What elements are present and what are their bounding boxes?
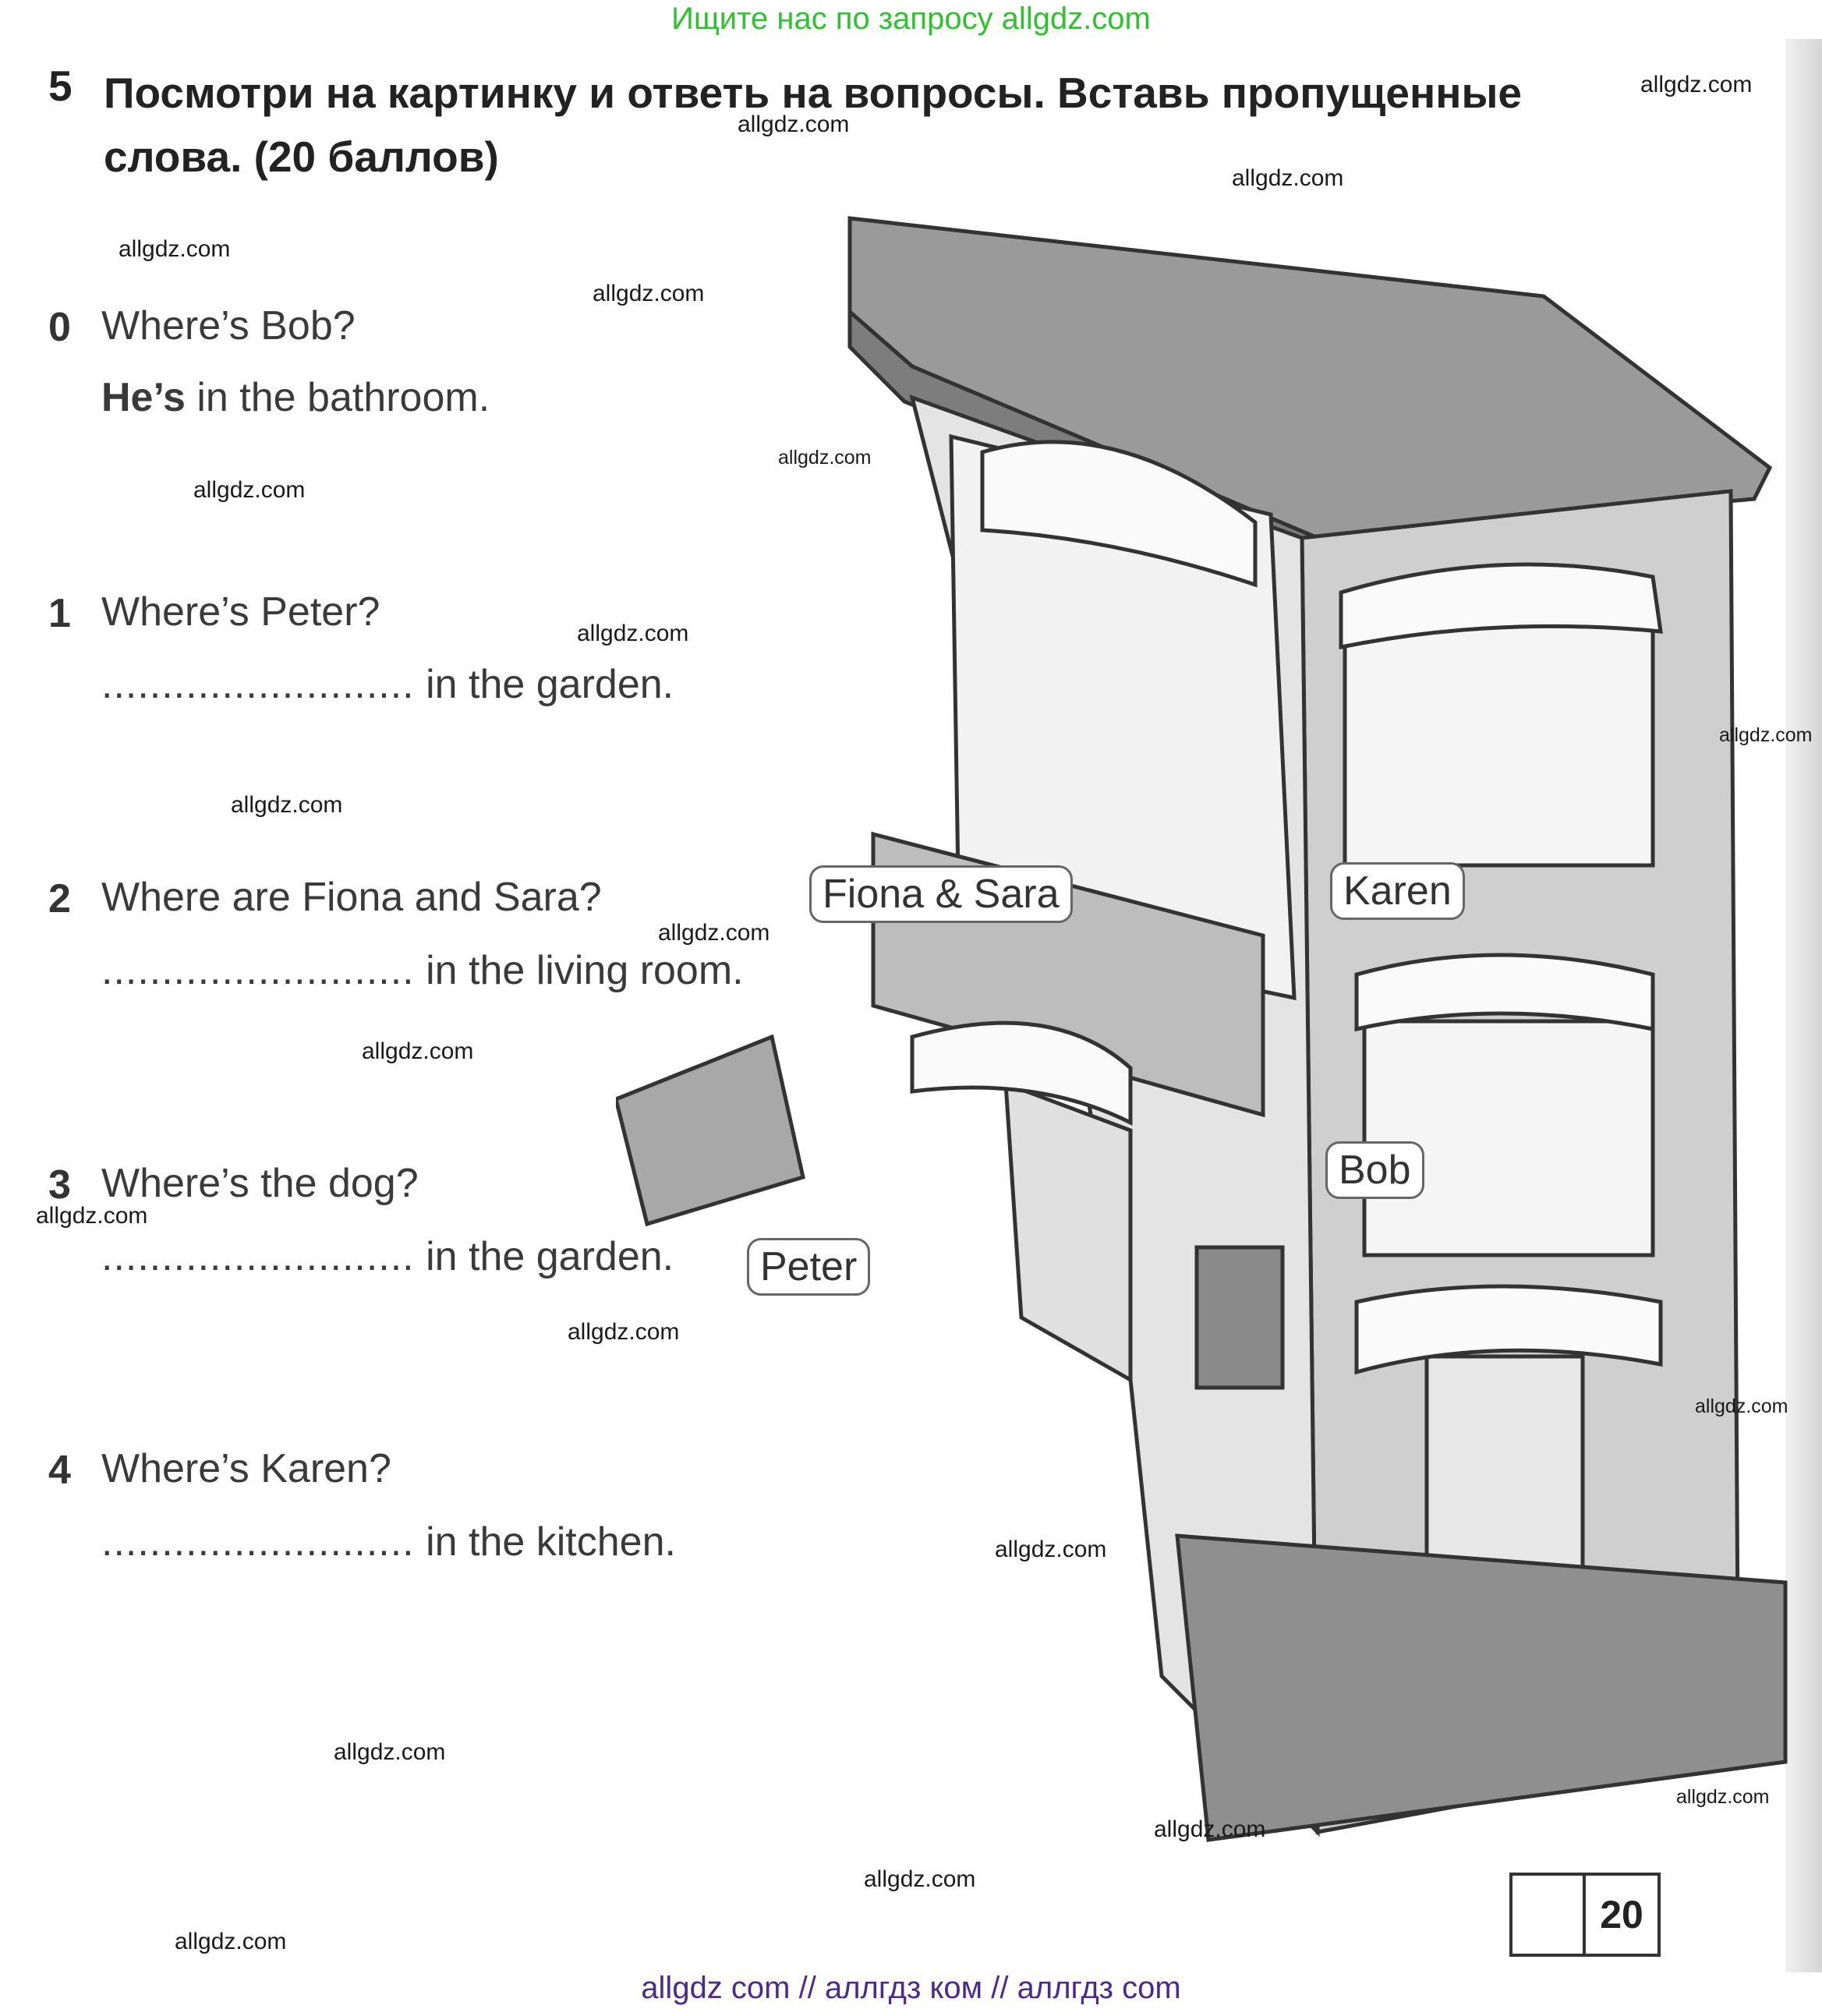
question-text: Where’s Karen?: [101, 1446, 391, 1491]
watermark: allgdz.com: [175, 1929, 287, 1954]
question-text: Where’s Bob?: [101, 303, 356, 348]
watermark: allgdz.com: [577, 621, 689, 646]
watermark: allgdz.com: [119, 236, 231, 262]
answer-tail: in the bathroom.: [185, 375, 490, 420]
watermark: allgdz.com: [864, 1866, 976, 1892]
task-number: 5: [48, 62, 73, 110]
watermark: allgdz.com: [995, 1537, 1107, 1562]
watermark: allgdz.com: [231, 792, 343, 818]
watermark: allgdz.com: [593, 281, 705, 306]
watermark: allgdz.com: [1154, 1816, 1266, 1842]
question-text: Where are Fiona and Sara?: [101, 875, 602, 920]
answer-line: He’s in the bathroom.: [101, 374, 490, 421]
answer-example-bold: He’s: [101, 375, 186, 420]
watermark: allgdz.com: [778, 447, 872, 469]
score-value: 20: [1600, 1893, 1643, 1936]
watermark: allgdz.com: [1232, 165, 1344, 191]
page-edge-shadow: [1785, 39, 1822, 1972]
answer-line: .......................... in the living…: [101, 947, 744, 994]
watermark: allgdz.com: [1640, 72, 1753, 97]
answer-blank[interactable]: ..........................: [101, 948, 415, 993]
top-banner[interactable]: Ищите нас по запросу allgdz.com: [671, 2, 1151, 36]
question-number: 2: [48, 876, 71, 921]
bottom-banner[interactable]: allgdz com // аллгдз ком // аллгдз com: [641, 1971, 1181, 2005]
label-fiona-sara: Fiona & Sara: [809, 865, 1073, 923]
watermark: allgdz.com: [1719, 724, 1813, 746]
question-number: 4: [48, 1448, 71, 1493]
answer-tail: in the living room.: [414, 948, 744, 993]
answer-line: .......................... in the kitche…: [101, 1519, 676, 1565]
score-empty-cell[interactable]: [1512, 1876, 1586, 1954]
watermark: allgdz.com: [362, 1038, 474, 1064]
watermark: allgdz.com: [334, 1739, 446, 1765]
task-title: Посмотри на картинку и ответь на вопросы…: [104, 69, 1523, 181]
answer-blank[interactable]: ..........................: [101, 662, 415, 707]
watermark: allgdz.com: [568, 1319, 680, 1345]
watermark: allgdz.com: [658, 920, 770, 946]
question-number: 0: [48, 305, 71, 350]
answer-line: .......................... in the garden…: [101, 1233, 674, 1280]
watermark: allgdz.com: [36, 1203, 148, 1229]
answer-tail: in the garden.: [414, 662, 674, 707]
score-box: 20: [1509, 1873, 1661, 1957]
answer-blank[interactable]: ..........................: [101, 1234, 415, 1279]
answer-line: .......................... in the garden…: [101, 661, 674, 708]
watermark: allgdz.com: [738, 111, 850, 137]
answer-blank[interactable]: ..........................: [101, 1519, 415, 1565]
watermark: allgdz.com: [1676, 1786, 1770, 1808]
watermark: allgdz.com: [1695, 1395, 1788, 1417]
label-karen: Karen: [1330, 862, 1465, 920]
question-number: 1: [48, 591, 71, 636]
label-peter: Peter: [747, 1238, 871, 1296]
question-text: Where’s the dog?: [101, 1161, 419, 1206]
watermark: allgdz.com: [193, 477, 306, 503]
answer-tail: in the kitchen.: [414, 1519, 676, 1565]
question-text: Where’s Peter?: [101, 589, 380, 635]
question-number: 3: [48, 1162, 71, 1208]
answer-tail: in the garden.: [414, 1234, 674, 1279]
label-bob: Bob: [1325, 1141, 1424, 1199]
